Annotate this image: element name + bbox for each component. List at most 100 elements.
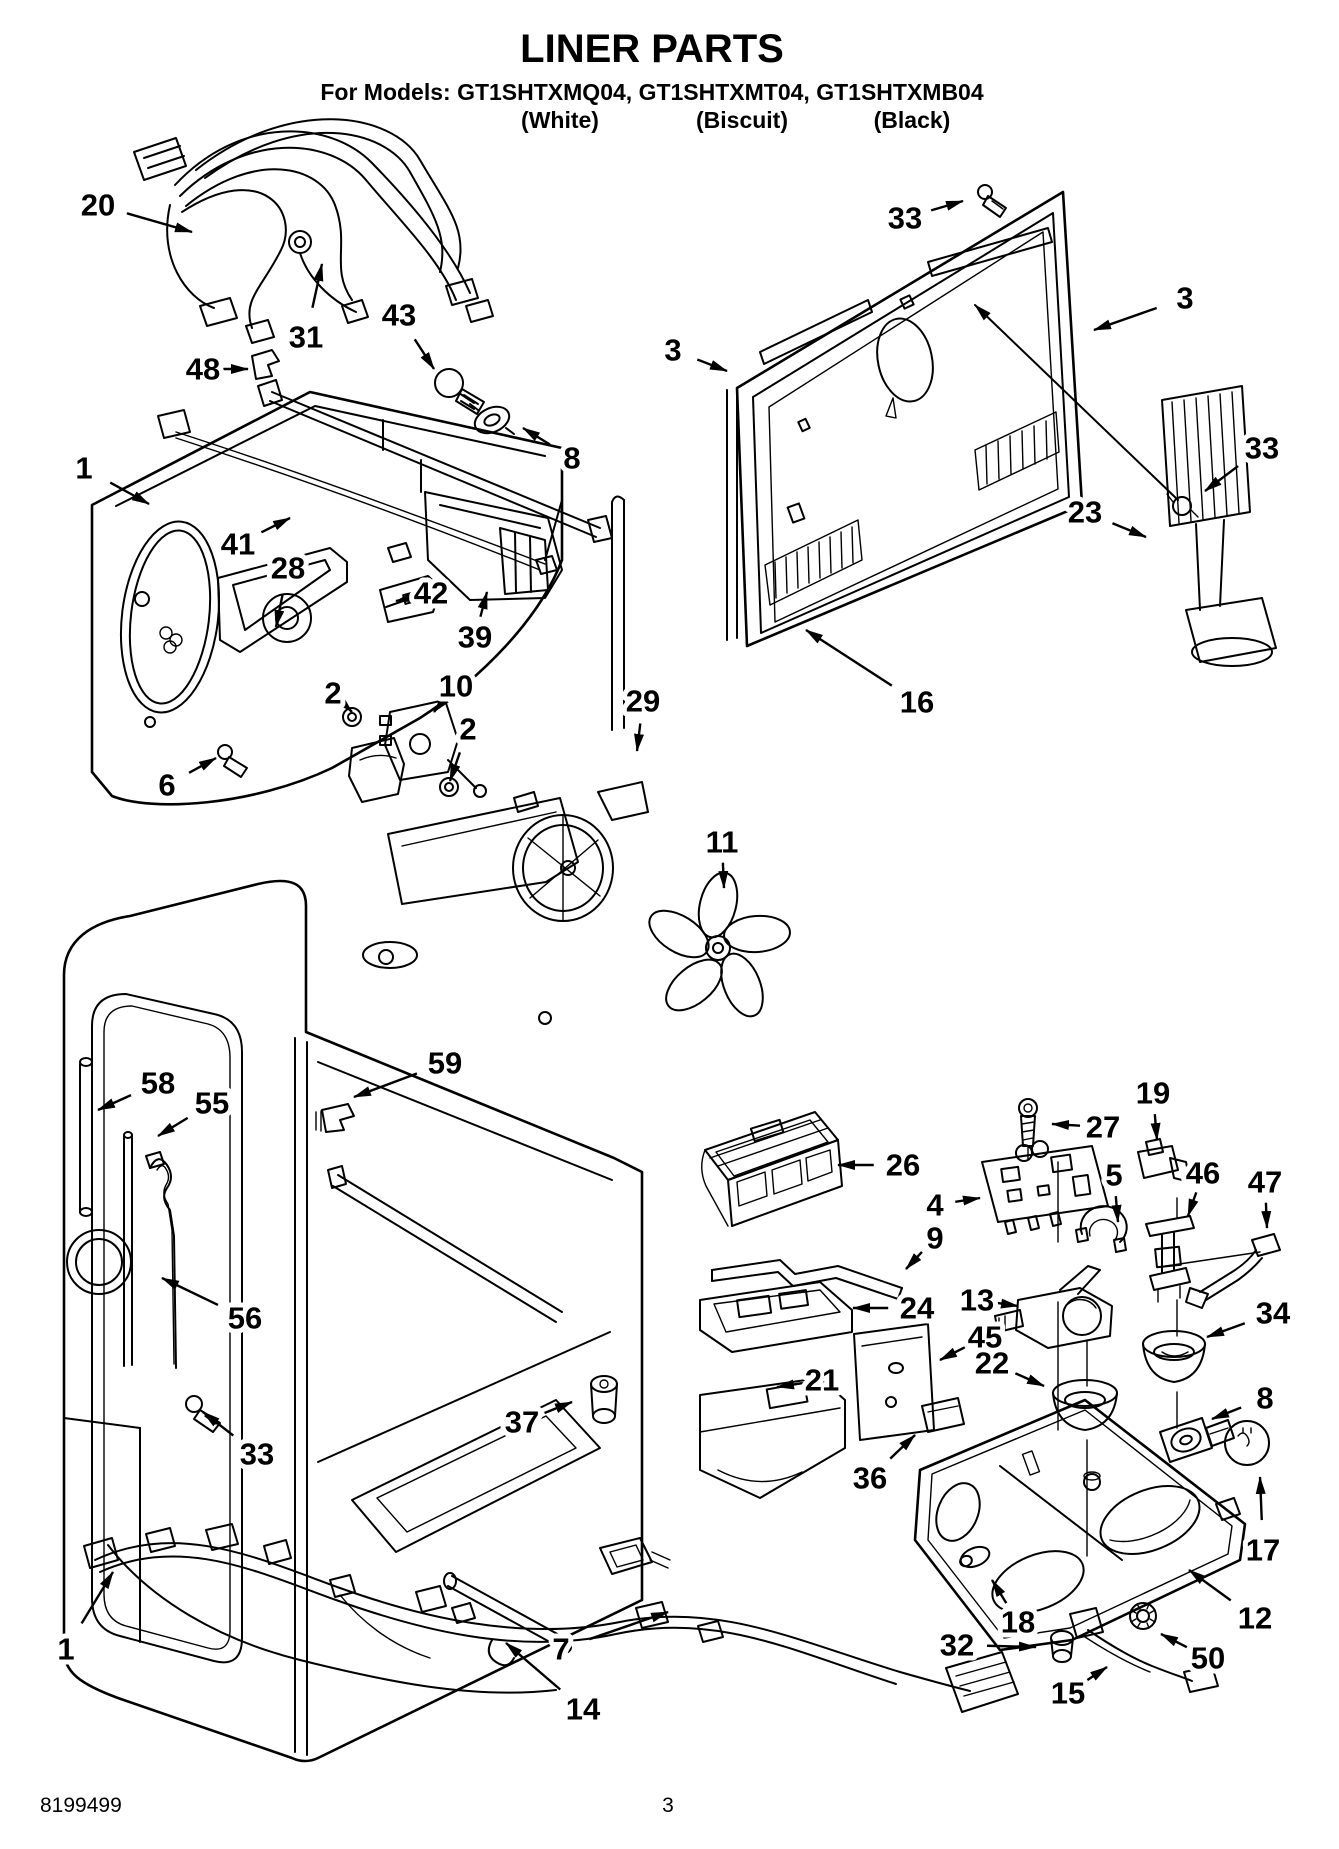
callout-label-33: 33: [1245, 431, 1279, 466]
callout-label-3: 3: [1176, 281, 1193, 316]
callout-label-8: 8: [1256, 1381, 1273, 1416]
color-variant-black: (Black): [874, 107, 951, 133]
callout-45: 45: [939, 1315, 1007, 1362]
callout-50: 50: [1160, 1632, 1230, 1681]
callout-label-23: 23: [1068, 495, 1102, 530]
callout-label-2: 2: [324, 676, 341, 711]
callout-label-1: 1: [57, 1632, 74, 1667]
callout-label-36: 36: [853, 1461, 887, 1496]
callout-label-8: 8: [563, 441, 580, 476]
callout-label-20: 20: [81, 188, 115, 223]
callout-label-31: 31: [289, 320, 323, 355]
control-parts-art: [981, 1098, 1281, 1309]
callout-33: 33: [202, 1411, 279, 1477]
callout-21: 21: [776, 1358, 844, 1403]
callout-26: 26: [837, 1143, 925, 1188]
callout-31: 31: [284, 263, 328, 360]
callout-label-45: 45: [968, 1320, 1002, 1355]
callout-label-15: 15: [1051, 1676, 1085, 1711]
callout-27: 27: [1051, 1105, 1125, 1150]
callout-58: 58: [97, 1061, 180, 1112]
callout-label-11: 11: [706, 825, 739, 860]
callout-1: 1: [52, 1571, 115, 1672]
wire-harness-art: [133, 118, 494, 344]
callout-label-2: 2: [459, 712, 476, 747]
callout-15: 15: [1046, 1666, 1108, 1716]
callout-label-32: 32: [940, 1628, 974, 1663]
fan-shroud-art: [387, 781, 649, 922]
callout-label-1: 1: [75, 451, 92, 486]
callout-label-27: 27: [1086, 1110, 1120, 1145]
main-liner-art: [62, 879, 644, 1763]
header: LINER PARTS For Models: GT1SHTXMQ04, GT1…: [320, 27, 983, 133]
callout-36: 36: [848, 1434, 916, 1501]
drain-pan-art: [913, 1398, 1247, 1652]
callout-label-14: 14: [566, 1692, 601, 1727]
callout-label-37: 37: [505, 1405, 539, 1440]
fan-blade-art: [648, 871, 791, 1018]
models-line: For Models: GT1SHTXMQ04, GT1SHTXMT04, GT…: [320, 79, 983, 105]
callout-20: 20: [76, 183, 193, 234]
callout-label-26: 26: [886, 1148, 920, 1183]
callout-46: 46: [1181, 1151, 1225, 1217]
callout-39: 39: [453, 591, 497, 660]
back-panel-art: [726, 184, 1199, 648]
callout-label-41: 41: [221, 527, 255, 562]
bottom-harness-art: [83, 1523, 1219, 1713]
callout-18: 18: [990, 1579, 1040, 1645]
callout-28: 28: [266, 546, 310, 628]
callout-34: 34: [1206, 1291, 1296, 1339]
callout-41: 41: [216, 516, 291, 567]
callout-2: 2: [448, 707, 482, 782]
callout-55: 55: [157, 1081, 234, 1138]
page-title: LINER PARTS: [520, 27, 784, 71]
callout-label-28: 28: [271, 551, 305, 586]
callout-8: 8: [522, 426, 586, 481]
callout-24: 24: [852, 1286, 940, 1331]
callout-29: 29: [621, 679, 665, 752]
callout-9: 9: [905, 1216, 949, 1270]
callout-label-48: 48: [186, 352, 220, 387]
callout-label-33: 33: [240, 1437, 274, 1472]
callout-42: 42: [395, 571, 453, 616]
callout-label-9: 9: [926, 1221, 943, 1256]
callout-label-29: 29: [626, 684, 660, 719]
callout-11: 11: [701, 820, 743, 889]
callout-59: 59: [353, 1041, 467, 1099]
callout-label-5: 5: [1105, 1158, 1122, 1193]
callout-32: 32: [935, 1623, 1037, 1668]
callout-label-7: 7: [552, 1632, 569, 1667]
callout-label-6: 6: [158, 768, 175, 803]
callout-17: 17: [1241, 1476, 1285, 1573]
callout-label-16: 16: [900, 685, 934, 720]
page-number: 3: [662, 1794, 674, 1817]
callout-label-33: 33: [888, 201, 922, 236]
callout-label-55: 55: [195, 1086, 229, 1121]
callout-label-42: 42: [414, 576, 448, 611]
callout-label-46: 46: [1186, 1156, 1220, 1191]
callout-3: 3: [659, 328, 728, 373]
callout-label-17: 17: [1246, 1533, 1280, 1568]
callout-23: 23: [1063, 490, 1147, 539]
diagram-artwork: [62, 118, 1281, 1763]
callout-label-47: 47: [1248, 1165, 1282, 1200]
callout-label-43: 43: [382, 298, 416, 333]
callout-8: 8: [1211, 1376, 1279, 1421]
callout-3: 3: [1093, 276, 1199, 332]
callout-19: 19: [1131, 1071, 1175, 1141]
callout-label-50: 50: [1191, 1641, 1225, 1676]
callout-2: 2: [319, 671, 353, 716]
document-number: 8199499: [40, 1794, 122, 1817]
callout-label-22: 22: [975, 1346, 1009, 1381]
callout-label-12: 12: [1238, 1601, 1272, 1636]
callout-7: 7: [547, 1610, 669, 1672]
callout-6: 6: [153, 756, 217, 808]
callout-37: 37: [500, 1400, 573, 1445]
callout-label-56: 56: [228, 1301, 262, 1336]
callout-14: 14: [505, 1642, 606, 1732]
top-rail-art: [157, 379, 613, 601]
callout-label-21: 21: [805, 1363, 839, 1398]
